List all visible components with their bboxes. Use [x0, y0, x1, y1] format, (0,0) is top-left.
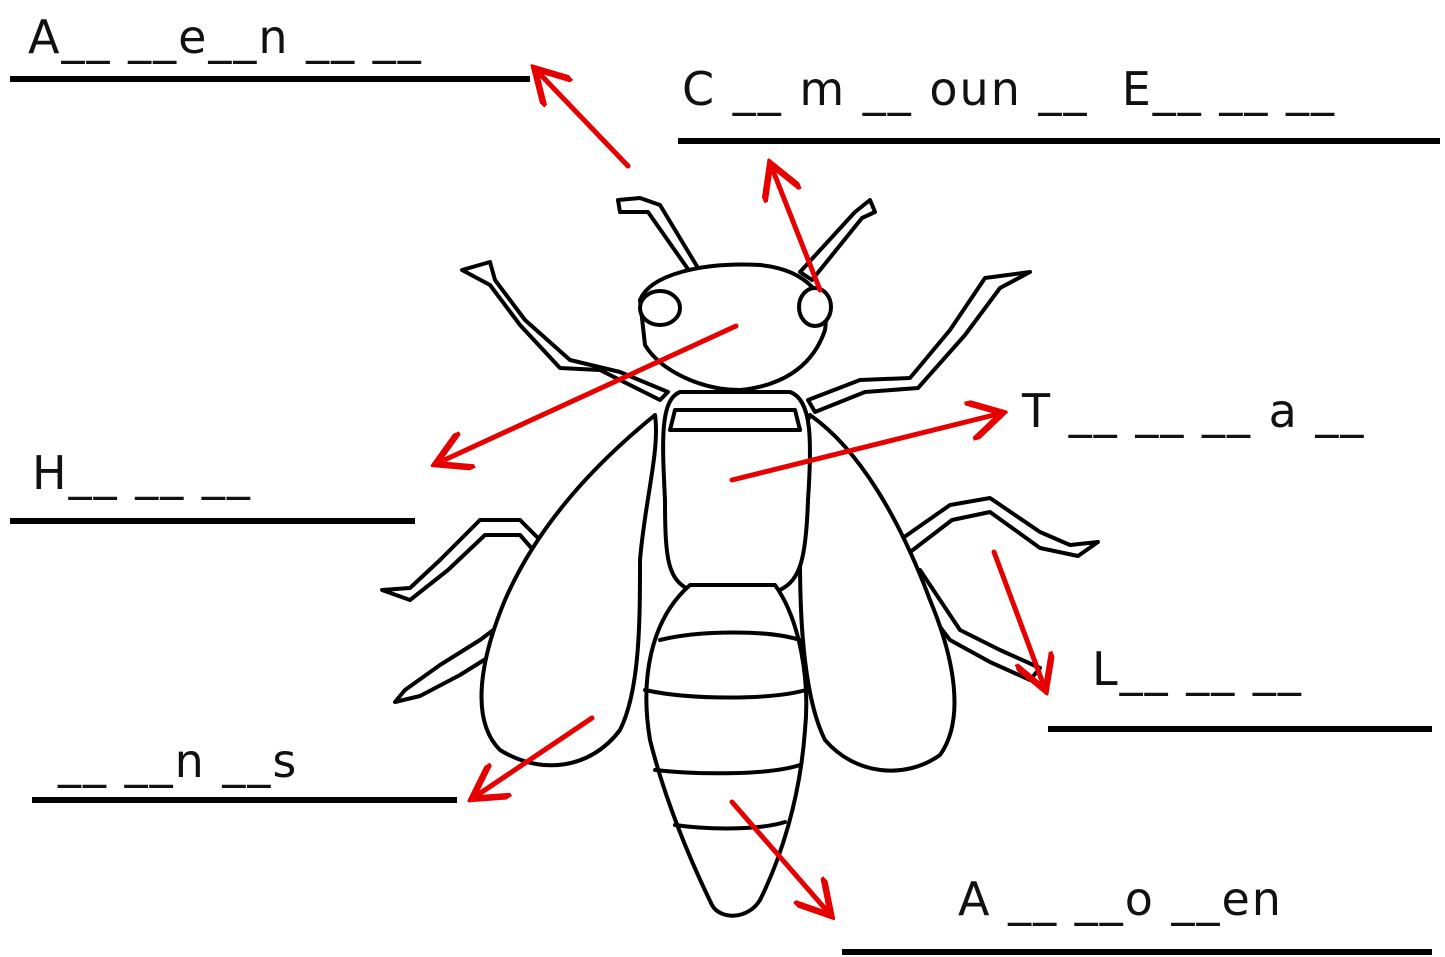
leg-front-left [462, 262, 668, 400]
arrow-antennae [538, 72, 628, 166]
wing-left [481, 415, 656, 765]
thorax-plate [670, 410, 800, 430]
eye-left [640, 291, 680, 325]
eye-right [799, 288, 831, 326]
leg-front-right [808, 272, 1030, 412]
antenna-left [618, 198, 698, 272]
leg-mid-right [900, 498, 1098, 556]
